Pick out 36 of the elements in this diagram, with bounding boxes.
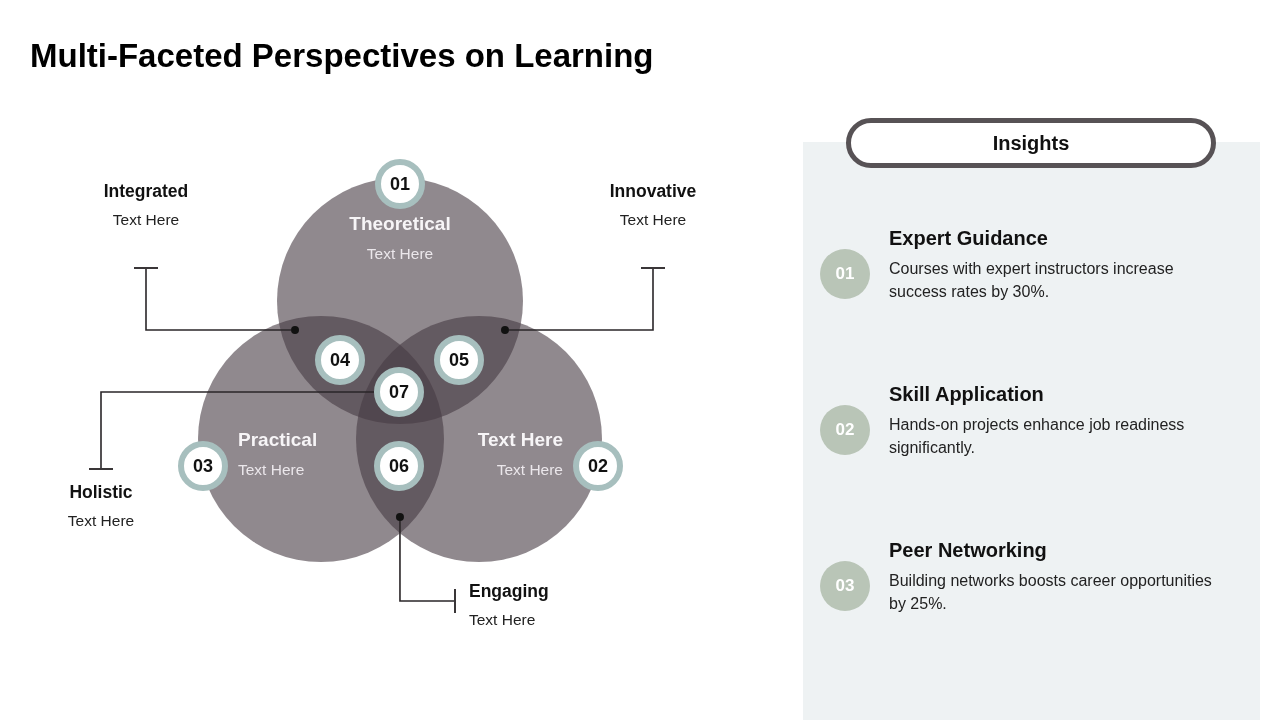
number-circle: 01 [820, 249, 870, 299]
callout-title: Innovative [609, 180, 697, 202]
number-ring: 07 [374, 367, 424, 417]
callout-title: Engaging [469, 580, 549, 602]
number-circle: 02 [820, 405, 870, 455]
leader-line [501, 267, 666, 335]
callout-text: Text Here [469, 610, 536, 630]
circle-text: Text Here [496, 460, 563, 480]
circle-text: Text Here [238, 460, 305, 480]
circle-text: Text Here [366, 244, 434, 264]
circle-title: Text Here [477, 428, 563, 452]
callout-text: Text Here [67, 511, 135, 531]
item-description: Hands-on projects enhance job readiness significantly. [889, 415, 1186, 458]
callout-title: Holistic [69, 481, 133, 503]
item-heading: Peer Networking [889, 538, 1047, 562]
leader-line [133, 267, 299, 335]
number-ring: 03 [178, 441, 228, 491]
number-ring: 06 [374, 441, 424, 491]
circle-title: Practical [238, 428, 318, 452]
number-ring: 01 [375, 159, 425, 209]
callout-text: Text Here [112, 210, 180, 230]
item-description: Courses with expert instructors increase success rates by 30%. [889, 259, 1175, 302]
number-ring: 05 [434, 335, 484, 385]
number-circle: 03 [820, 561, 870, 611]
number-ring: 02 [573, 441, 623, 491]
callout-text: Text Here [619, 210, 687, 230]
leader-line [88, 391, 375, 470]
page-title: Multi-Faceted Perspectives on Learning [30, 36, 654, 76]
insights-header: Insights [846, 118, 1216, 168]
number-ring: 04 [315, 335, 365, 385]
circle-title: Theoretical [349, 212, 451, 236]
item-heading: Expert Guidance [889, 226, 1048, 250]
item-description: Building networks boosts career opportunities by 25%. [889, 571, 1213, 614]
callout-title: Integrated [103, 180, 189, 202]
leader-line [395, 512, 456, 614]
item-heading: Skill Application [889, 382, 1044, 406]
